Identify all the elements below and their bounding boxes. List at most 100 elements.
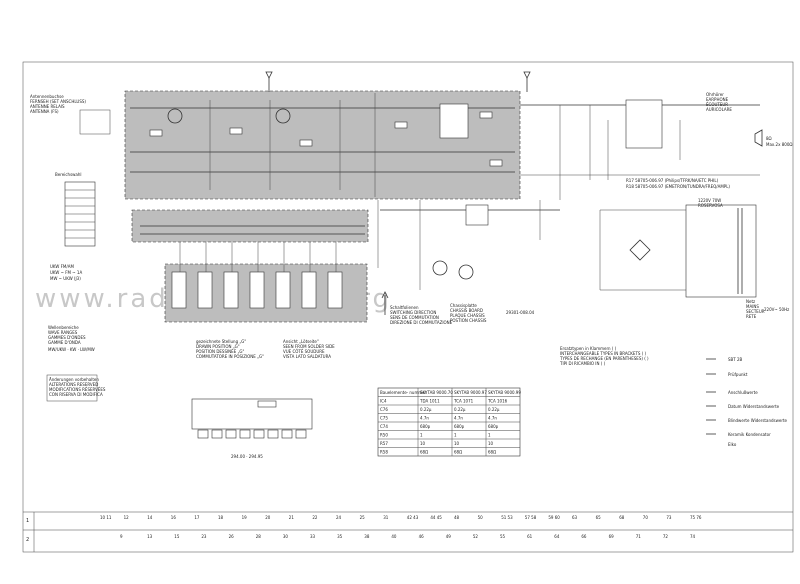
ruler-number: 51 53 — [501, 515, 513, 520]
svg-text:Schaltfolienen: Schaltfolienen — [390, 305, 419, 310]
table-cell: 4.7n — [488, 416, 497, 421]
svg-text:ANTENNA (FS): ANTENNA (FS) — [30, 109, 59, 114]
svg-text:R18 58705-006.97 (EMETRON/TUN: R18 58705-006.97 (EMETRON/TUNDRA/FREQ/AM… — [626, 184, 730, 189]
ruler-row-2: 2 — [26, 537, 29, 543]
svg-text:GAMMES D'ONDES: GAMMES D'ONDES — [48, 335, 86, 340]
svg-text:FERNSEH (SET ANSCHLUSS): FERNSEH (SET ANSCHLUSS) — [30, 99, 86, 104]
ruler-number: 73 — [666, 515, 672, 520]
svg-text:RETE: RETE — [746, 314, 757, 319]
svg-text:R17 58705-006.97 (Philips/TFR: R17 58705-006.97 (Philips/TFRK/NA/ETC PH… — [626, 178, 719, 183]
ruler-number: 31 — [383, 515, 389, 520]
table-header: Bauelemente- nummer — [380, 390, 427, 395]
table-cell: 68Ω — [488, 450, 496, 455]
power-supply — [599, 204, 757, 298]
table-cell: 10 — [488, 441, 494, 446]
mains-transformer — [685, 204, 757, 298]
ruler-number: 10 11 — [100, 515, 112, 520]
svg-text:ANTENNE RELAIS: ANTENNE RELAIS — [30, 104, 65, 109]
svg-text:UKW FM/AM: UKW FM/AM — [50, 264, 74, 269]
svg-text:Netz: Netz — [746, 299, 755, 304]
svg-text:MW ~ UKW (J3): MW ~ UKW (J3) — [50, 276, 81, 281]
ruler-number: 59 60 — [548, 515, 560, 520]
ruler-number: 48 — [454, 515, 460, 520]
svg-text:DRAWN POSITION „G": DRAWN POSITION „G" — [196, 344, 240, 349]
earphone-label: Ohrhörer EARPHONE ÉCOUTEUR AURICOLARE — [706, 92, 732, 112]
drawn-position-note: gezeichnete Stellung „G" DRAWN POSITION … — [196, 339, 264, 359]
ruler-number: 28 — [256, 534, 262, 539]
transformer-label: 1220V 70W ROSERVOSA — [698, 198, 723, 208]
table-cell: 4.7n — [454, 416, 463, 421]
ruler-number: 66 — [581, 534, 587, 539]
ruler-number: 26 — [229, 534, 235, 539]
revision-box — [46, 374, 98, 402]
svg-text:Antennenbuchse: Antennenbuchse — [30, 94, 64, 99]
svg-text:SENS DE COMMUTATION: SENS DE COMMUTATION — [390, 315, 439, 320]
svg-text:MAINS: MAINS — [746, 304, 759, 309]
table-cell: TCA 1071 — [453, 399, 474, 404]
svg-text:CHASSIS BOARD: CHASSIS BOARD — [450, 308, 483, 313]
svg-text:TYPES DE RECHANGE (EN PARENTHE: TYPES DE RECHANGE (EN PARENTHESES) ( ) — [559, 356, 649, 361]
range-selector-label: Wellenbereiche WAVE RANGES GAMMES D'ONDE… — [48, 325, 95, 352]
ic-if-amplifier — [439, 103, 469, 139]
svg-text:SECTEUR: SECTEUR — [746, 309, 765, 314]
ruler-number: 14 — [147, 515, 153, 520]
table-cell: 4.7n — [420, 416, 429, 421]
ruler-number: 65 — [596, 515, 602, 520]
drawing-frame — [22, 61, 794, 553]
rf-circuit — [130, 93, 515, 197]
table-cell: 0.22μ — [454, 407, 466, 412]
band-switch-values: UKW FM/AM UKW ~ FM ~ 1A MW ~ UKW (J3) — [50, 264, 82, 281]
ruler-number: 72 — [663, 534, 669, 539]
band-switch-title: Bereichswahl — [55, 172, 82, 177]
replacement-types-note: Ersatztypen in Klammern ( ) INTERCHANGEA… — [559, 346, 649, 366]
svg-text:DIREZIONE DI COMMUTAZIONE: DIREZIONE DI COMMUTAZIONE — [390, 320, 453, 325]
table-cell: 68Ω — [454, 450, 462, 455]
ruler-number: 23 — [201, 534, 207, 539]
ruler-number: 52 — [473, 534, 479, 539]
ruler-number: 69 — [609, 534, 615, 539]
ruler-number: 30 — [283, 534, 289, 539]
table-cell: 10 — [454, 441, 460, 446]
ruler-number: 24 — [336, 515, 342, 520]
ruler-number: 46 — [419, 534, 425, 539]
ruler-number: 13 — [147, 534, 153, 539]
bandswitch-wiring — [140, 225, 365, 272]
ruler-number: 70 — [643, 515, 649, 520]
table-cell: 1 — [454, 433, 457, 438]
svg-text:EARPHONE: EARPHONE — [706, 97, 729, 102]
ruler-number: 38 — [364, 534, 370, 539]
svg-text:Chassisplatte: Chassisplatte — [450, 303, 477, 308]
table-header: SKYTAB 9000.70 — [420, 390, 453, 395]
bridge-rectifier-icon — [629, 239, 651, 261]
svg-text:UKW ~ FM ~ 1A: UKW ~ FM ~ 1A — [50, 270, 82, 275]
table-cell: C74 — [380, 424, 388, 429]
table-header: SKYTAB 9000.99 — [488, 390, 521, 395]
transistor-t1-icon — [167, 108, 183, 124]
ruler-number: 40 — [391, 534, 397, 539]
ruler-number: 35 — [337, 534, 343, 539]
symbol-legend: SBT 2B Prüfpunkt Anschlußwerte Datum Wid… — [706, 357, 788, 447]
svg-text:Ohrhörer: Ohrhörer — [706, 92, 724, 97]
ruler-number: 61 — [527, 534, 533, 539]
svg-text:gezeichnete Stellung „G": gezeichnete Stellung „G" — [196, 339, 246, 344]
ruler-number: 33 — [310, 534, 316, 539]
ruler-number: 44 45 — [430, 515, 442, 520]
speaker-icon — [754, 129, 763, 147]
transistor-t2-icon — [275, 108, 291, 124]
chassis-board-note: Chassisplatte CHASSIS BOARD PLAQUE CHASS… — [450, 303, 535, 323]
svg-text:GAMME D'ONDA: GAMME D'ONDA — [48, 340, 81, 345]
ruler-number: 57 58 — [525, 515, 537, 520]
table-cell: TCA 1016 — [487, 399, 508, 404]
ruler-number: 16 — [171, 515, 177, 520]
revision-note: Änderungen vorbehalten ALTERATIONS RESER… — [49, 377, 106, 397]
table-cell: 680p — [488, 424, 499, 429]
solder-side-note: Ansicht „Lötseite" SEEN FROM SOLDER SIDE… — [283, 339, 335, 359]
table-cell: 1 — [420, 433, 423, 438]
table-cell: IC4 — [380, 399, 387, 404]
table-cell: 680p — [420, 424, 431, 429]
ruler-row-1: 1 — [26, 518, 29, 524]
ruler-number: 20 — [265, 515, 271, 520]
antenna-icon — [265, 71, 531, 92]
